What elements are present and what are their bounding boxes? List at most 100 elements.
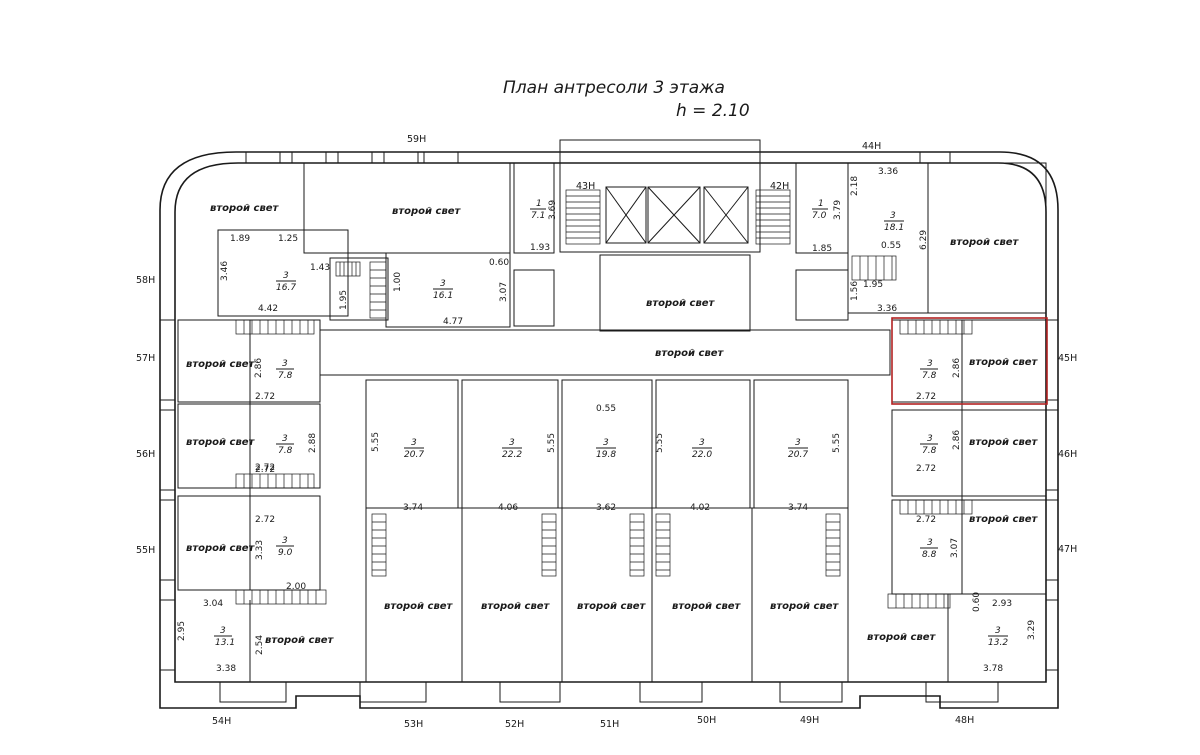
svg-text:3: 3 (282, 434, 288, 444)
second-light-label: второй свет (969, 514, 1039, 525)
axis-label: 52Н (505, 719, 524, 730)
svg-text:13.1: 13.1 (215, 638, 235, 648)
dimension: 3.36 (878, 167, 898, 177)
stairs (235, 189, 973, 609)
second-light-label: второй свет (646, 298, 716, 309)
outer-walls (159, 151, 1059, 709)
svg-text:7.1: 7.1 (531, 211, 545, 221)
room-tag: 319.8 (596, 438, 616, 460)
svg-text:3: 3 (927, 434, 933, 444)
dimension: 5.55 (371, 432, 381, 452)
second-light-label: второй свет (867, 632, 937, 643)
axis-labels: 59Н 43Н 42Н 44Н 58Н 57Н 56Н 55Н 45Н 46Н … (136, 134, 1077, 730)
svg-text:8.8: 8.8 (922, 550, 937, 560)
svg-text:3: 3 (509, 438, 515, 448)
svg-text:22.2: 22.2 (502, 450, 522, 460)
svg-text:3: 3 (995, 626, 1001, 636)
dimension: 3.04 (203, 599, 223, 609)
axis-label: 57Н (136, 353, 155, 364)
second-light-label: второй свет (384, 601, 454, 612)
dimension: 1.93 (530, 243, 550, 253)
svg-text:3: 3 (795, 438, 801, 448)
axis-label: 56Н (136, 449, 155, 460)
dimension: 3.33 (255, 540, 265, 560)
axis-label: 55Н (136, 545, 155, 556)
room-tag: 39.0 (276, 536, 294, 558)
dimension: 4.42 (258, 304, 278, 314)
second-light-label: второй свет (186, 437, 256, 448)
room-tag: 37.8 (920, 434, 938, 456)
room-tag: 316.7 (276, 271, 296, 293)
dimension: 2.72 (916, 464, 936, 474)
svg-text:20.7: 20.7 (788, 450, 808, 460)
dimension: 0.60 (489, 258, 509, 268)
dimension-values: 1.89 1.25 1.43 3.46 4.42 1.95 1.00 4.77 … (177, 167, 1037, 674)
dimension: 1.85 (812, 244, 832, 254)
dimension: 1.25 (278, 234, 298, 244)
dimension: 1.95 (339, 290, 349, 310)
dimension: 3.74 (788, 503, 808, 513)
room-tag: 318.1 (884, 211, 904, 233)
dimension: 2.72 (255, 392, 275, 402)
dimension: 5.55 (655, 433, 665, 453)
svg-text:3: 3 (699, 438, 705, 448)
axis-label: 47Н (1058, 544, 1077, 555)
axis-label: 46Н (1058, 449, 1077, 460)
dimension: 2.72 (916, 515, 936, 525)
svg-text:7.8: 7.8 (278, 371, 293, 381)
dimension: 2.00 (286, 582, 306, 592)
dimension: 5.55 (832, 433, 842, 453)
plan-height: h = 2.10 (676, 101, 750, 121)
dimension: 3.78 (983, 664, 1003, 674)
dimension: 2.88 (308, 433, 318, 453)
dimension: 2.72 (916, 392, 936, 402)
room-tag: 322.2 (502, 438, 522, 460)
room-tag: 17.0 (812, 199, 828, 221)
axis-label: 53Н (404, 719, 423, 730)
svg-text:16.1: 16.1 (433, 291, 453, 301)
svg-text:1: 1 (536, 199, 542, 209)
svg-text:3: 3 (440, 279, 446, 289)
dimension: 2.86 (952, 430, 962, 450)
dimension: 0.55 (596, 404, 616, 414)
dimension: 0.55 (881, 241, 901, 251)
dimension: 2.18 (850, 176, 860, 196)
dimension: 1.43 (310, 263, 330, 273)
second-light-label: второй свет (655, 348, 725, 359)
axis-label: 58Н (136, 275, 155, 286)
svg-text:3: 3 (927, 538, 933, 548)
dimension: 3.46 (220, 261, 230, 281)
dimension: 2.95 (177, 621, 187, 641)
second-light-label: второй свет (265, 635, 335, 646)
dimension: 3.07 (499, 282, 509, 302)
highlighted-room[interactable] (891, 317, 1048, 405)
room-tag: 38.8 (920, 538, 938, 560)
room-tag: 320.7 (788, 438, 808, 460)
svg-text:3: 3 (411, 438, 417, 448)
dimension: 5.55 (547, 433, 557, 453)
svg-text:7.0: 7.0 (812, 211, 827, 221)
room-tag: 313.2 (988, 626, 1008, 648)
room-areas: 316.7 316.1 17.1 17.0 318.1 37.8 37.8 39… (214, 199, 1008, 648)
room-tag: 322.0 (692, 438, 712, 460)
dimension: 2.72 (255, 515, 275, 525)
dimension: 1.56 (850, 281, 860, 301)
svg-text:7.8: 7.8 (922, 371, 937, 381)
dimension: 1.00 (393, 272, 403, 292)
axis-label: 45Н (1058, 353, 1077, 364)
svg-text:13.2: 13.2 (988, 638, 1008, 648)
dimension: 1.89 (230, 234, 250, 244)
second-light-label: второй свет (950, 237, 1020, 248)
second-light-label: второй свет (969, 437, 1039, 448)
axis-label: 51Н (600, 719, 619, 730)
second-light-label: второй свет (969, 357, 1039, 368)
room-tag: 37.8 (276, 359, 294, 381)
dimension: 3.29 (1027, 620, 1037, 640)
second-light-label: второй свет (481, 601, 551, 612)
svg-text:1: 1 (818, 199, 824, 209)
second-light-labels: второй свет второй свет второй свет втор… (186, 203, 1039, 646)
axis-label: 49Н (800, 715, 819, 726)
svg-text:22.0: 22.0 (692, 450, 712, 460)
axis-label: 54Н (212, 716, 231, 727)
svg-text:20.7: 20.7 (404, 450, 424, 460)
